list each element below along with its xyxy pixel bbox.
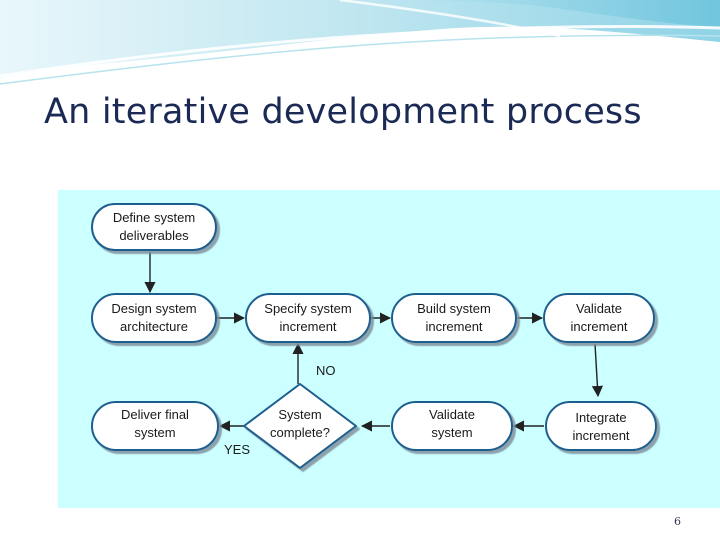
slide-title: An iterative development process xyxy=(44,92,642,132)
node-build-line1: Build system xyxy=(417,301,491,316)
node-decision-line1: System xyxy=(278,407,321,422)
page-number: 6 xyxy=(674,515,681,528)
branch-label-no: NO xyxy=(316,363,336,378)
node-validate-inc-line2: increment xyxy=(570,319,627,334)
node-decision-line2: complete? xyxy=(270,425,330,440)
node-design-architecture: Design system architecture xyxy=(91,293,217,343)
node-validate-system: Validate system xyxy=(391,401,513,451)
node-integrate-line2: increment xyxy=(572,428,629,443)
arrow-validate-to-integrate xyxy=(591,343,604,398)
flow-arrows xyxy=(144,252,604,432)
node-deliver-final-system: Deliver final system xyxy=(91,401,219,451)
node-deliver-line1: Deliver final xyxy=(121,407,189,422)
node-design-line2: architecture xyxy=(120,319,188,334)
node-integrate-increment: Integrate increment xyxy=(545,401,657,451)
node-validate-sys-line2: system xyxy=(431,425,472,440)
node-define-line1: Define system xyxy=(113,210,195,225)
node-validate-sys-line1: Validate xyxy=(429,407,475,422)
node-integrate-line1: Integrate xyxy=(575,410,626,425)
branch-label-yes: YES xyxy=(224,442,250,457)
node-deliver-line2: system xyxy=(134,425,175,440)
iterative-process-diagram: Define system deliverables Design system… xyxy=(91,203,657,469)
node-validate-increment: Validate increment xyxy=(543,293,655,343)
node-validate-inc-line1: Validate xyxy=(576,301,622,316)
diagram-panel: Define system deliverables Design system… xyxy=(58,190,720,508)
node-design-line1: Design system xyxy=(111,301,196,316)
header-wave-decoration xyxy=(0,0,720,85)
node-build-line2: increment xyxy=(425,319,482,334)
node-build-increment: Build system increment xyxy=(391,293,517,343)
node-specify-line2: increment xyxy=(279,319,336,334)
node-specify-increment: Specify system increment xyxy=(245,293,371,343)
node-define-deliverables: Define system deliverables xyxy=(91,203,217,251)
node-specify-line1: Specify system xyxy=(264,301,351,316)
node-system-complete-decision: System complete? xyxy=(243,383,357,469)
node-define-line2: deliverables xyxy=(119,228,189,243)
